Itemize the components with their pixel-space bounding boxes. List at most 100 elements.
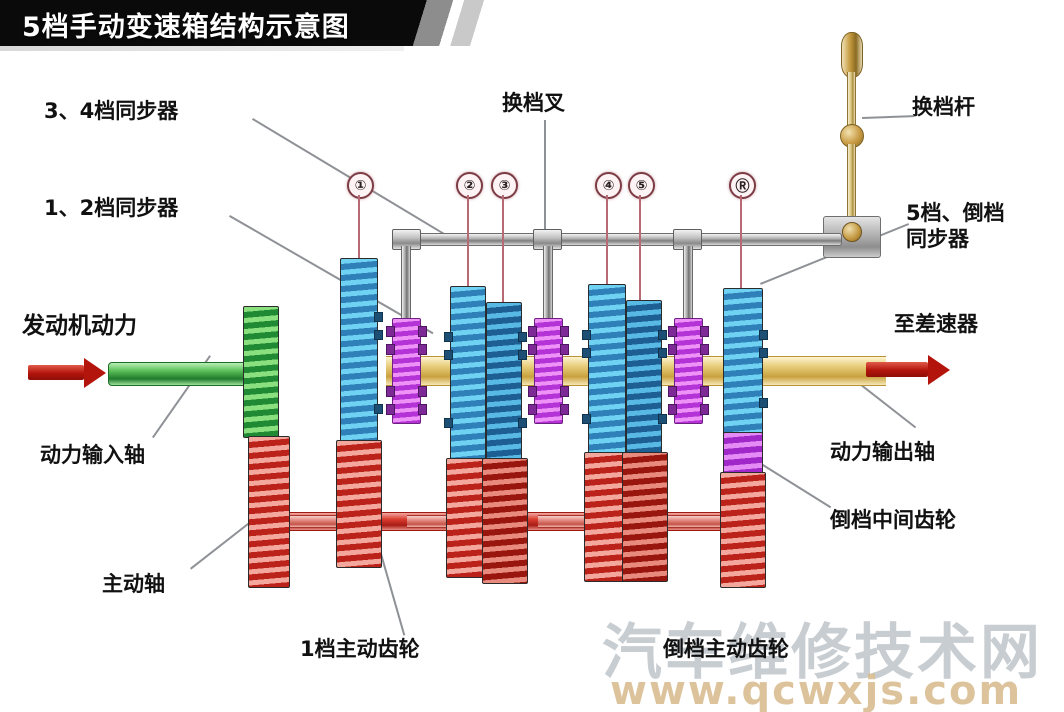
gear-marker-stem-3 xyxy=(502,195,504,303)
label-reverse-idler-gear: 倒档中间齿轮 xyxy=(830,508,956,532)
watermark-url: www.qcwxjs.com xyxy=(610,668,1023,712)
leader-line-reverse-idler xyxy=(759,462,832,508)
label-sync-5-reverse: 5档、倒档 同步器 xyxy=(906,201,1005,251)
label-to-differential: 至差速器 xyxy=(894,312,978,336)
driven-gear-4-blue xyxy=(588,284,626,458)
reverse-drive-gear-red xyxy=(720,472,766,588)
drive-gear-1-red xyxy=(336,440,382,568)
label-first-gear-drive: 1档主动齿轮 xyxy=(300,637,420,661)
driven-gear-5-blue xyxy=(626,300,662,458)
sync-3-4-nub-r2 xyxy=(560,344,569,355)
gear-marker-stem-1 xyxy=(358,195,360,263)
sync-1-2-nub-l1 xyxy=(386,326,395,337)
sync-5r-nub-l1 xyxy=(668,326,677,337)
gear-1-tooth-nub-bot xyxy=(374,404,383,414)
sync-3-4-nub-l1 xyxy=(528,326,537,337)
sync-1-2-nub-l4 xyxy=(386,404,395,415)
gear-marker-4: ④ xyxy=(595,172,622,199)
sync-3-4-nub-l3 xyxy=(528,386,537,397)
label-sync-12: 1、2档同步器 xyxy=(44,196,179,220)
sync-1-2-nub-r2 xyxy=(418,344,427,355)
gear-3-tooth-nub-mid xyxy=(518,350,527,360)
shift-fork-stem-3 xyxy=(683,246,693,318)
label-shift-lever: 换档杆 xyxy=(912,95,975,119)
engine-power-arrow xyxy=(28,358,106,388)
synchronizer-3-4[interactable] xyxy=(534,318,563,424)
drive-shaft-segment-1 xyxy=(288,515,344,528)
gear-marker-stem-reverse xyxy=(740,195,742,289)
drive-gear-3-red xyxy=(482,458,528,584)
driven-gear-3-blue xyxy=(486,302,522,464)
gear-3-tooth-nub-bot xyxy=(518,418,527,428)
gear-3-tooth-nub-top xyxy=(518,332,527,342)
reverse-driven-gear-blue xyxy=(723,288,763,436)
label-drive-shaft: 主动轴 xyxy=(102,572,165,596)
sync-3-4-nub-r3 xyxy=(560,386,569,397)
synchronizer-1-2[interactable] xyxy=(392,318,421,424)
leader-line-shift-lever xyxy=(862,115,915,119)
drive-gear-5-red xyxy=(622,452,668,582)
banner-underline xyxy=(0,46,404,51)
label-input-shaft: 动力输入轴 xyxy=(40,443,145,467)
reverse-gear-nub-mid xyxy=(759,348,768,358)
gear-4-tooth-nub-top xyxy=(582,330,591,340)
sync-5r-nub-r4 xyxy=(700,404,709,415)
label-sync-34: 3、4档同步器 xyxy=(44,99,179,123)
sync-3-4-nub-l2 xyxy=(528,344,537,355)
gear-5-tooth-nub-mid xyxy=(658,348,667,358)
shift-fork-rail[interactable] xyxy=(392,233,842,246)
page-title: 5档手动变速箱结构示意图 xyxy=(22,12,350,43)
sync-5r-nub-r3 xyxy=(700,386,709,397)
leader-line-shift-fork xyxy=(544,120,546,238)
sync-5r-nub-l3 xyxy=(668,386,677,397)
banner-slash-decoration xyxy=(396,0,492,46)
drive-shaft-left-gear-red xyxy=(248,436,290,588)
shift-fork-stem-1 xyxy=(401,246,411,318)
watermark-site-name: 汽车维修技术网 xyxy=(602,618,1043,688)
driven-gear-2-blue xyxy=(450,286,486,464)
shift-fork-stem-2 xyxy=(543,246,553,318)
gear-2-tooth-nub-mid xyxy=(444,350,453,360)
gear-marker-stem-4 xyxy=(606,195,608,303)
gear-2-tooth-nub-bot xyxy=(444,418,453,428)
shift-lever-rod-upper xyxy=(847,72,856,130)
gear-marker-reverse: Ⓡ xyxy=(729,172,756,199)
drive-gear-4-red xyxy=(584,452,628,582)
gear-5-tooth-nub-top xyxy=(658,330,667,340)
sync-1-2-nub-r1 xyxy=(418,326,427,337)
title-banner xyxy=(0,0,432,46)
synchronizer-5-reverse[interactable] xyxy=(674,318,703,424)
input-shaft-green xyxy=(108,362,260,386)
gear-marker-stem-5 xyxy=(639,195,641,313)
label-engine-power: 发动机动力 xyxy=(22,313,137,339)
sync-5r-nub-l2 xyxy=(668,344,677,355)
sync-3-4-nub-r4 xyxy=(560,404,569,415)
sync-1-2-nub-l3 xyxy=(386,386,395,397)
driven-gear-1-blue xyxy=(340,258,378,446)
sync-5r-nub-l4 xyxy=(668,404,677,415)
reverse-gear-nub-bot xyxy=(759,398,768,408)
gear-4-tooth-nub-mid xyxy=(582,348,591,358)
drive-shaft-segment-4 xyxy=(662,515,720,528)
label-output-shaft: 动力输出轴 xyxy=(830,440,935,464)
gear-marker-1: ① xyxy=(347,172,374,199)
reverse-idler-gear-purple xyxy=(723,432,763,476)
gear-marker-3: ③ xyxy=(491,172,518,199)
gear-1-tooth-nub-top xyxy=(374,312,383,322)
input-shaft-gear-green xyxy=(243,306,279,438)
shift-lever-pivot xyxy=(842,222,862,242)
sync-5r-nub-r2 xyxy=(700,344,709,355)
gear-marker-stem-2 xyxy=(467,195,469,287)
gear-1-tooth-nub-mid xyxy=(374,330,383,340)
gear-2-tooth-nub-top xyxy=(444,332,453,342)
gear-5-tooth-nub-bot xyxy=(658,414,667,424)
gear-marker-5: ⑤ xyxy=(628,172,655,199)
drive-shaft-segment-3 xyxy=(538,515,596,528)
sync-1-2-nub-l2 xyxy=(386,344,395,355)
shift-lever-rod-lower xyxy=(847,144,856,220)
gear-marker-2: ② xyxy=(456,172,483,199)
sync-5r-nub-r1 xyxy=(700,326,709,337)
sync-1-2-nub-r4 xyxy=(418,404,427,415)
label-shift-fork: 换档叉 xyxy=(502,91,565,115)
